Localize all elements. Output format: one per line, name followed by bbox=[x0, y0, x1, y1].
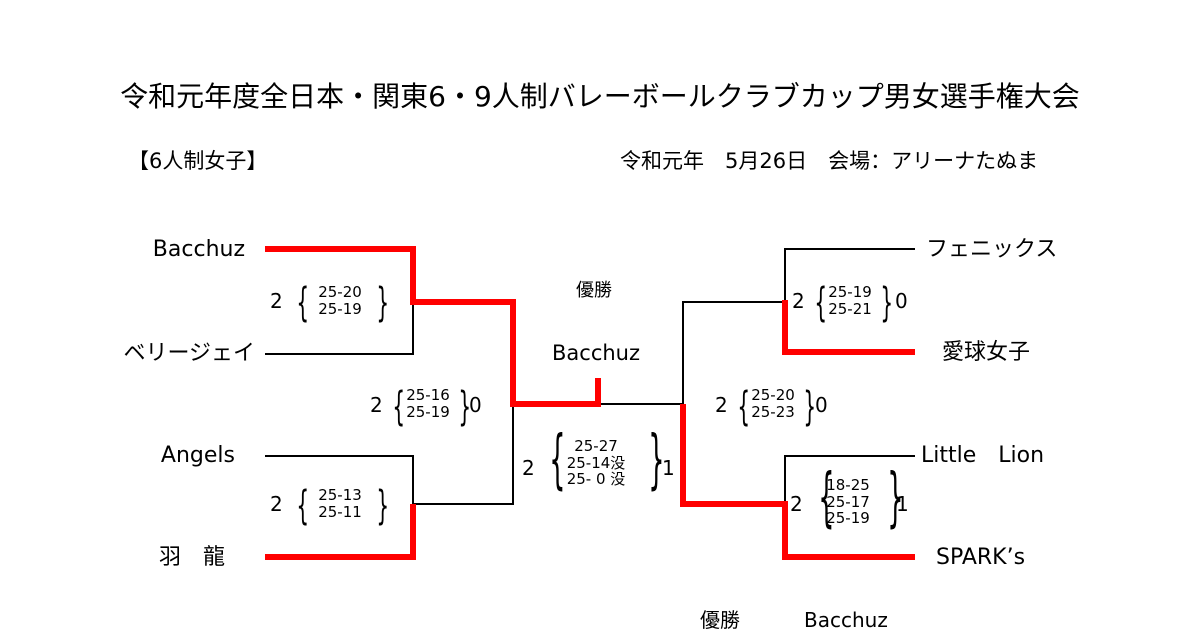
line-l2-loser bbox=[265, 455, 414, 506]
brace-close-icon: } bbox=[648, 423, 665, 497]
brace-open-icon: { bbox=[392, 384, 406, 430]
line-winner-sparks bbox=[680, 404, 915, 560]
set-score: 25-23 bbox=[751, 402, 795, 421]
set-score: 25-17 bbox=[826, 492, 870, 511]
team-right-2: 愛球女子 bbox=[942, 340, 1031, 365]
team-right-3: Little Lion bbox=[921, 443, 1045, 468]
sets-l1: 25-20 25-19 bbox=[310, 284, 370, 317]
set-score: 18-25 bbox=[826, 476, 870, 494]
score-l1-left: 2 bbox=[270, 289, 283, 313]
set-score: 25-20 bbox=[751, 386, 795, 404]
set-score: 25-19 bbox=[318, 299, 362, 318]
event-info: 令和元年 5月26日 会場：アリーナたぬま bbox=[620, 149, 1039, 173]
team-left-4: 羽 龍 bbox=[158, 545, 225, 570]
team-left-1: Bacchuz bbox=[152, 237, 245, 262]
set-score: 25-14没 bbox=[566, 453, 626, 472]
brace-close-icon: } bbox=[376, 280, 390, 326]
sets-lsf: 25-16 25-19 bbox=[398, 387, 458, 420]
brace-close-icon: } bbox=[880, 280, 894, 326]
line-r2-loser-top bbox=[784, 455, 915, 504]
set-score: 25-21 bbox=[828, 299, 872, 318]
score-r2-left: 2 bbox=[790, 492, 803, 516]
team-left-2: ベリージェイ bbox=[123, 341, 255, 366]
score-final-right: 1 bbox=[662, 456, 675, 480]
sets-final: 25-27 25-14没 25- 0 没 bbox=[556, 438, 636, 488]
line-lsf-loser bbox=[413, 405, 514, 505]
score-l2-left: 2 bbox=[270, 492, 283, 516]
line-rsf-loser bbox=[682, 301, 785, 404]
brace-close-icon: } bbox=[458, 384, 472, 430]
brace-open-icon: { bbox=[818, 461, 835, 535]
line-r1-loser bbox=[784, 248, 915, 300]
brace-open-icon: { bbox=[296, 280, 310, 326]
score-lsf-right: 0 bbox=[469, 393, 482, 417]
set-score: 25-16 bbox=[406, 386, 450, 404]
line-winner-aikyu bbox=[782, 300, 915, 355]
bracket-red-lines bbox=[265, 246, 915, 560]
footer-name: Bacchuz bbox=[804, 608, 888, 632]
set-score: 25-11 bbox=[318, 502, 362, 521]
score-rsf-right: 0 bbox=[815, 393, 828, 417]
champion-name: Bacchuz bbox=[552, 341, 641, 365]
set-score: 25-19 bbox=[826, 509, 870, 527]
brace-close-icon: } bbox=[887, 461, 904, 535]
page-title: 令和元年度全日本・関東6・9人制バレーボールクラブカップ男女選手権大会 bbox=[120, 80, 1080, 113]
set-score: 25-27 bbox=[574, 437, 618, 455]
brace-open-icon: { bbox=[296, 483, 310, 529]
champion-label: 優勝 bbox=[576, 280, 612, 301]
line-l1-loser bbox=[265, 300, 414, 355]
sets-rsf: 25-20 25-23 bbox=[743, 387, 803, 420]
set-score: 25-19 bbox=[828, 283, 872, 301]
team-left-3: Angels bbox=[160, 443, 235, 468]
set-score: 25-13 bbox=[318, 486, 362, 504]
score-final-left: 2 bbox=[522, 456, 535, 480]
score-rsf-left: 2 bbox=[715, 393, 728, 417]
brace-close-icon: } bbox=[376, 483, 390, 529]
set-score: 25-20 bbox=[318, 283, 362, 301]
team-right-4: SPARK’s bbox=[936, 545, 1026, 570]
category-label: 【6人制女子】 bbox=[128, 149, 268, 173]
sets-l2: 25-13 25-11 bbox=[310, 487, 370, 520]
team-right-1: フェニックス bbox=[926, 237, 1058, 262]
bracket-black-lines bbox=[265, 248, 915, 506]
sets-r1: 25-19 25-21 bbox=[820, 284, 880, 317]
set-score: 25-19 bbox=[406, 402, 450, 421]
score-lsf-left: 2 bbox=[370, 393, 383, 417]
brace-open-icon: { bbox=[737, 384, 751, 430]
line-winner-bacchuz bbox=[265, 246, 601, 407]
score-r2-right: 1 bbox=[896, 492, 909, 516]
score-r1-left: 2 bbox=[792, 289, 805, 313]
set-score: 25- 0 没 bbox=[566, 470, 626, 488]
brace-close-icon: } bbox=[803, 384, 817, 430]
line-winner-hanryu bbox=[265, 504, 416, 560]
score-r1-right: 0 bbox=[895, 289, 908, 313]
sets-r2: 18-25 25-17 25-19 bbox=[818, 477, 878, 527]
brace-open-icon: { bbox=[549, 423, 566, 497]
brace-open-icon: { bbox=[814, 280, 828, 326]
footer-label: 優勝 bbox=[700, 608, 740, 632]
